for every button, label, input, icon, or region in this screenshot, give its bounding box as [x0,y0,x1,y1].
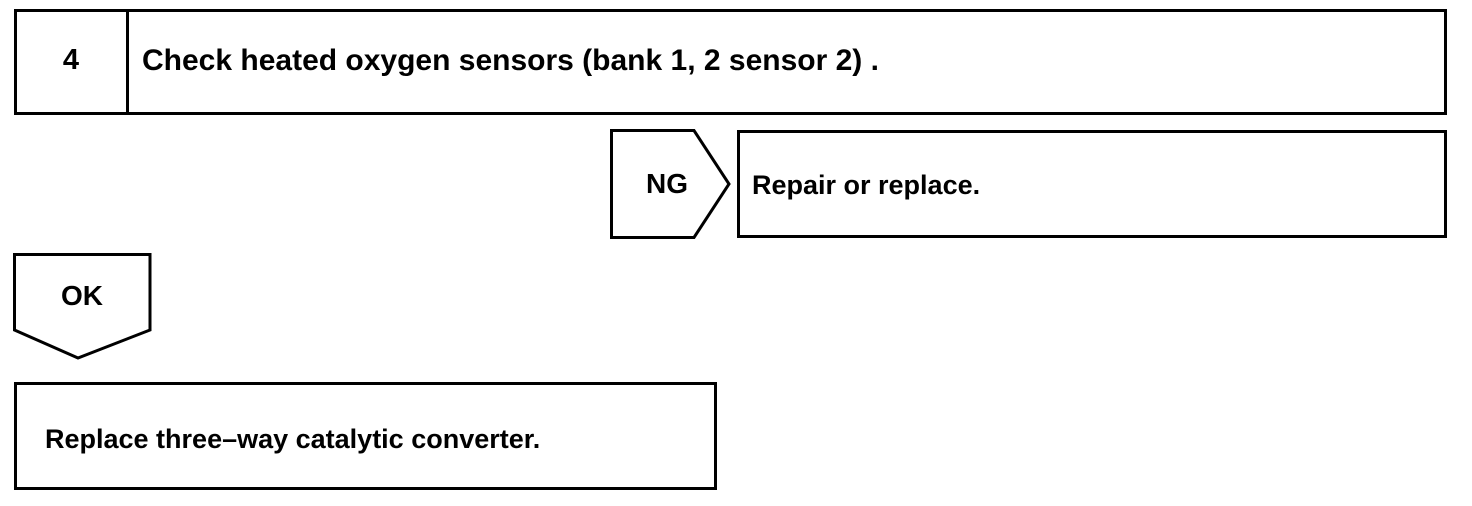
ng-arrow-shape [610,129,731,239]
step-divider [126,9,129,115]
ok-arrow-shape [13,253,152,360]
ng-result-text: Repair or replace. [752,170,981,200]
ok-arrow-outline [13,253,152,360]
step-number: 4 [62,44,80,76]
ok-action-text: Replace three–way catalytic converter. [45,424,541,454]
ng-result-box [737,130,1447,238]
ok-label: OK [61,280,103,311]
step-title: Check heated oxygen sensors (bank 1, 2 s… [142,44,879,77]
ng-label: NG [646,168,688,199]
ng-arrow-outline [610,129,731,239]
step-box [14,9,1447,115]
ok-action-box [14,382,717,490]
